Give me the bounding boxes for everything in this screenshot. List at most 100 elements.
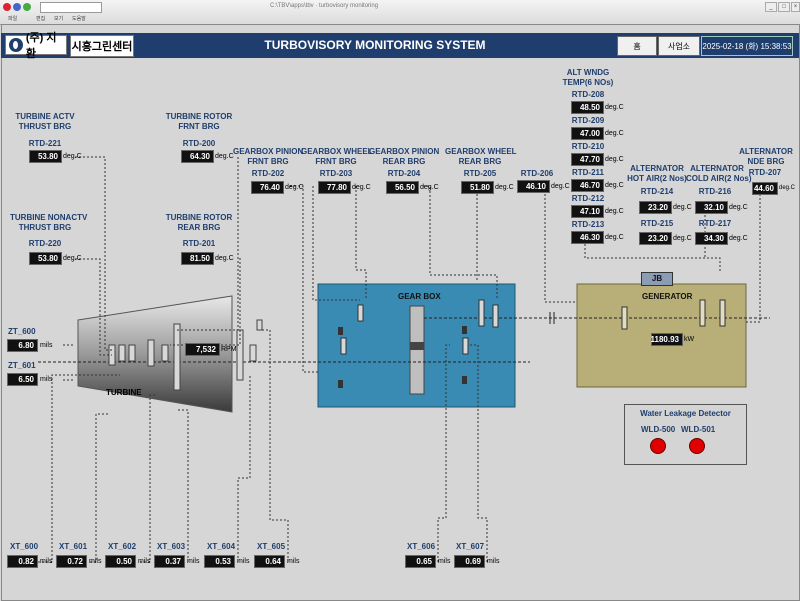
rtd-207-unit: deg.C [779,185,796,191]
wld-500-tag: WLD-500 [641,425,676,434]
xt-604-value: 0.53 [204,555,235,568]
rtd-221-value: 53.80 [29,150,62,163]
company-logo: (주) 지환 [5,32,67,60]
app-icon[interactable] [3,3,11,11]
rtd-216-unit: deg.C [729,204,748,211]
rtd-215-unit: deg.C [673,235,692,242]
wld-501-tag: WLD-501 [681,425,716,434]
rtd-203-unit: deg.C [352,184,371,191]
rtd-209-value: 47.00 [571,127,604,140]
xt-607-tag: XT_607 [456,542,485,551]
rtd-201-value: 81.50 [181,252,214,265]
maximize-icon[interactable]: □ [778,2,790,12]
rtd-206-unit: deg.C [551,183,570,190]
junction-box: JB [641,272,673,286]
rtd-213-tag: RTD-213 [571,220,605,229]
rtd-211-unit: deg.C [605,182,624,189]
zt-601-value: 6.50 [7,373,38,386]
rtd-214-value: 23.20 [639,201,672,214]
xt-606-tag: XT_606 [407,542,436,551]
rtd-221-unit: deg.C [63,153,82,160]
turbine-label: TURBINE [106,388,142,397]
generator-label: GENERATOR [642,292,693,301]
logo-icon [9,38,23,52]
rtd-203-value: 77.80 [318,181,351,194]
xt-601-value: 0.72 [56,555,87,568]
gearbox-probes [338,326,467,388]
wld-500-alarm-icon [650,438,666,454]
minimize-icon[interactable]: _ [765,2,777,12]
xt-601-unit: mils [89,558,102,565]
rpm-unit: RPM [221,346,237,353]
xt-606-unit: mils [438,558,451,565]
rtd-205-unit: deg.C [495,184,514,191]
forward-icon[interactable] [23,3,31,11]
rtd-210-unit: deg.C [605,156,624,163]
rtd-206-value: 46.10 [517,180,550,193]
xt-603-value: 0.37 [154,555,185,568]
xt-600-unit: mils [40,558,53,565]
rtd-212-tag: RTD-212 [571,194,605,203]
rtd-210-tag: RTD-210 [571,142,605,151]
site-name: 시흥그린센터 [70,35,134,57]
power-unit: kW [684,336,695,343]
rtd-202-tag: RTD-202 [251,169,285,178]
rtd-207-value: 44.60 [752,182,778,195]
xt-607-unit: mils [487,558,500,565]
zt-600-value: 6.80 [7,339,38,352]
rtd-208-tag: RTD-208 [571,90,605,99]
rtd-221-tag: RTD-221 [28,139,62,148]
rtd-217-tag: RTD-217 [698,219,732,228]
rtd-213-unit: deg.C [605,234,624,241]
rtd-214-unit: deg.C [673,204,692,211]
rtd-220-value: 53.80 [29,252,62,265]
menu-item[interactable]: 보기 [54,16,64,22]
xt-607-value: 0.69 [454,555,485,568]
rtd-215-tag: RTD-215 [640,219,674,228]
rtd-220-tag: RTD-220 [28,239,62,248]
rtd-201-tag: RTD-201 [182,239,216,248]
xt-606-value: 0.65 [405,555,436,568]
home-button[interactable]: 홈 [617,36,657,56]
rtd-208-value: 48.50 [571,101,604,114]
rtd-207-tag: RTD-207 [748,168,782,177]
power-value: 1180.93 [651,333,683,346]
office-button[interactable]: 사업소 [658,36,700,56]
rtd-208-unit: deg.C [605,104,624,111]
rtd-215-value: 23.20 [639,232,672,245]
address-input[interactable] [40,2,102,13]
zt-600-unit: mils [40,342,53,349]
menu-item[interactable]: 도움말 [72,16,86,22]
turbine-bearings [108,319,263,391]
wld-501-alarm-icon [689,438,705,454]
menu-item[interactable]: 파일 [8,16,18,22]
generator-bearings [621,299,726,330]
window-title: C:\TBV\apps\tbv · turbovisory monitoring [270,3,379,9]
datetime-display: 2025-02-18 (화) 15:38:53 [701,36,793,56]
rtd-213-value: 46.30 [571,231,604,244]
xt-600-value: 0.82 [7,555,38,568]
menu-item[interactable]: 편집 [36,16,46,22]
rtd-216-tag: RTD-216 [698,187,732,196]
back-icon[interactable] [13,3,21,11]
xt-603-unit: mils [187,558,200,565]
xt-605-tag: XT_605 [257,542,286,551]
zt-601-unit: mils [40,376,53,383]
rtd-204-value: 56.50 [386,181,419,194]
rtd-211-tag: RTD-211 [571,168,604,177]
rtd-202-value: 76.40 [251,181,284,194]
xt-602-tag: XT_602 [108,542,137,551]
xt-605-unit: mils [287,558,300,565]
rtd-204-unit: deg.C [420,184,439,191]
